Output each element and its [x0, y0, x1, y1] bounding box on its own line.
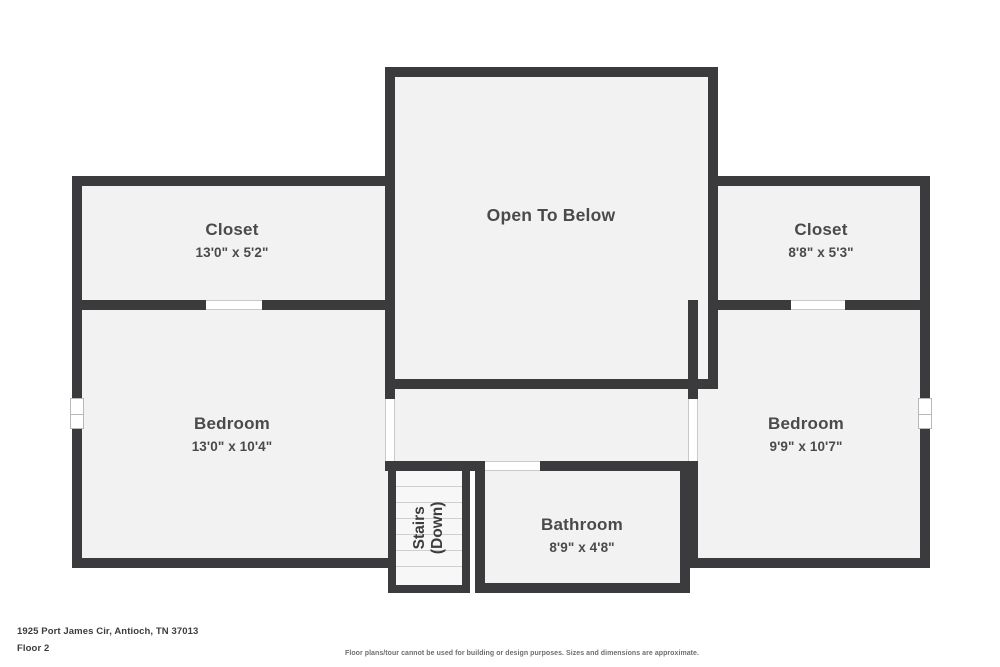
room-fill-bathroom [475, 470, 690, 593]
stair-step-line [396, 534, 462, 535]
door-opening-bathroom [485, 461, 540, 471]
room-fill-bedroom-right [688, 302, 930, 568]
stairs-area [396, 471, 462, 585]
wall-bathroom-bottom [475, 583, 690, 593]
room-fill-closet-left [72, 176, 392, 310]
stairs-label: Stairs (Down) [411, 478, 447, 578]
wall-left-wing-bottom [72, 558, 392, 568]
stair-step-line [396, 486, 462, 487]
door-opening-hall-left [385, 399, 395, 461]
wall-stairs-left [388, 471, 396, 593]
stairs-label-line2: (Down) [429, 501, 446, 555]
footer-disclaimer: Floor plans/tour cannot be used for buil… [345, 650, 699, 657]
room-fill-bedroom-left [72, 310, 392, 568]
stair-step-line [396, 502, 462, 503]
wall-bathroom-right [680, 470, 690, 593]
wall-open-top [385, 67, 718, 77]
room-fill-hall [385, 389, 695, 471]
wall-open-right [708, 67, 718, 389]
footer-floor-label: Floor 2 [17, 643, 50, 654]
door-opening-closet-left [206, 300, 262, 310]
wall-open-left [385, 67, 395, 389]
stair-step-line [396, 518, 462, 519]
wall-right-exterior [920, 176, 930, 568]
room-fill-closet-right [712, 176, 930, 310]
room-fill-open-to-below [385, 67, 718, 389]
window-left-bedroom [70, 398, 84, 429]
stairs-label-line1: Stairs [411, 506, 429, 550]
wall-stairs-bottom [388, 585, 470, 593]
wall-open-bottom [385, 379, 718, 389]
wall-right-wing-top [712, 176, 930, 186]
wall-stairs-right [462, 471, 470, 593]
door-opening-closet-right [791, 300, 845, 310]
footer-address: 1925 Port James Cir, Antioch, TN 37013 [17, 626, 199, 637]
door-opening-hall-right [688, 399, 698, 461]
stair-step-line [396, 550, 462, 551]
stair-step-line [396, 566, 462, 567]
wall-bathroom-left [475, 470, 485, 593]
wall-left-exterior [72, 176, 82, 568]
wall-left-wing-top [72, 176, 392, 186]
wall-right-wing-bottom [688, 558, 930, 568]
window-right-bedroom [918, 398, 932, 429]
wall-hall-bottom [385, 461, 695, 471]
